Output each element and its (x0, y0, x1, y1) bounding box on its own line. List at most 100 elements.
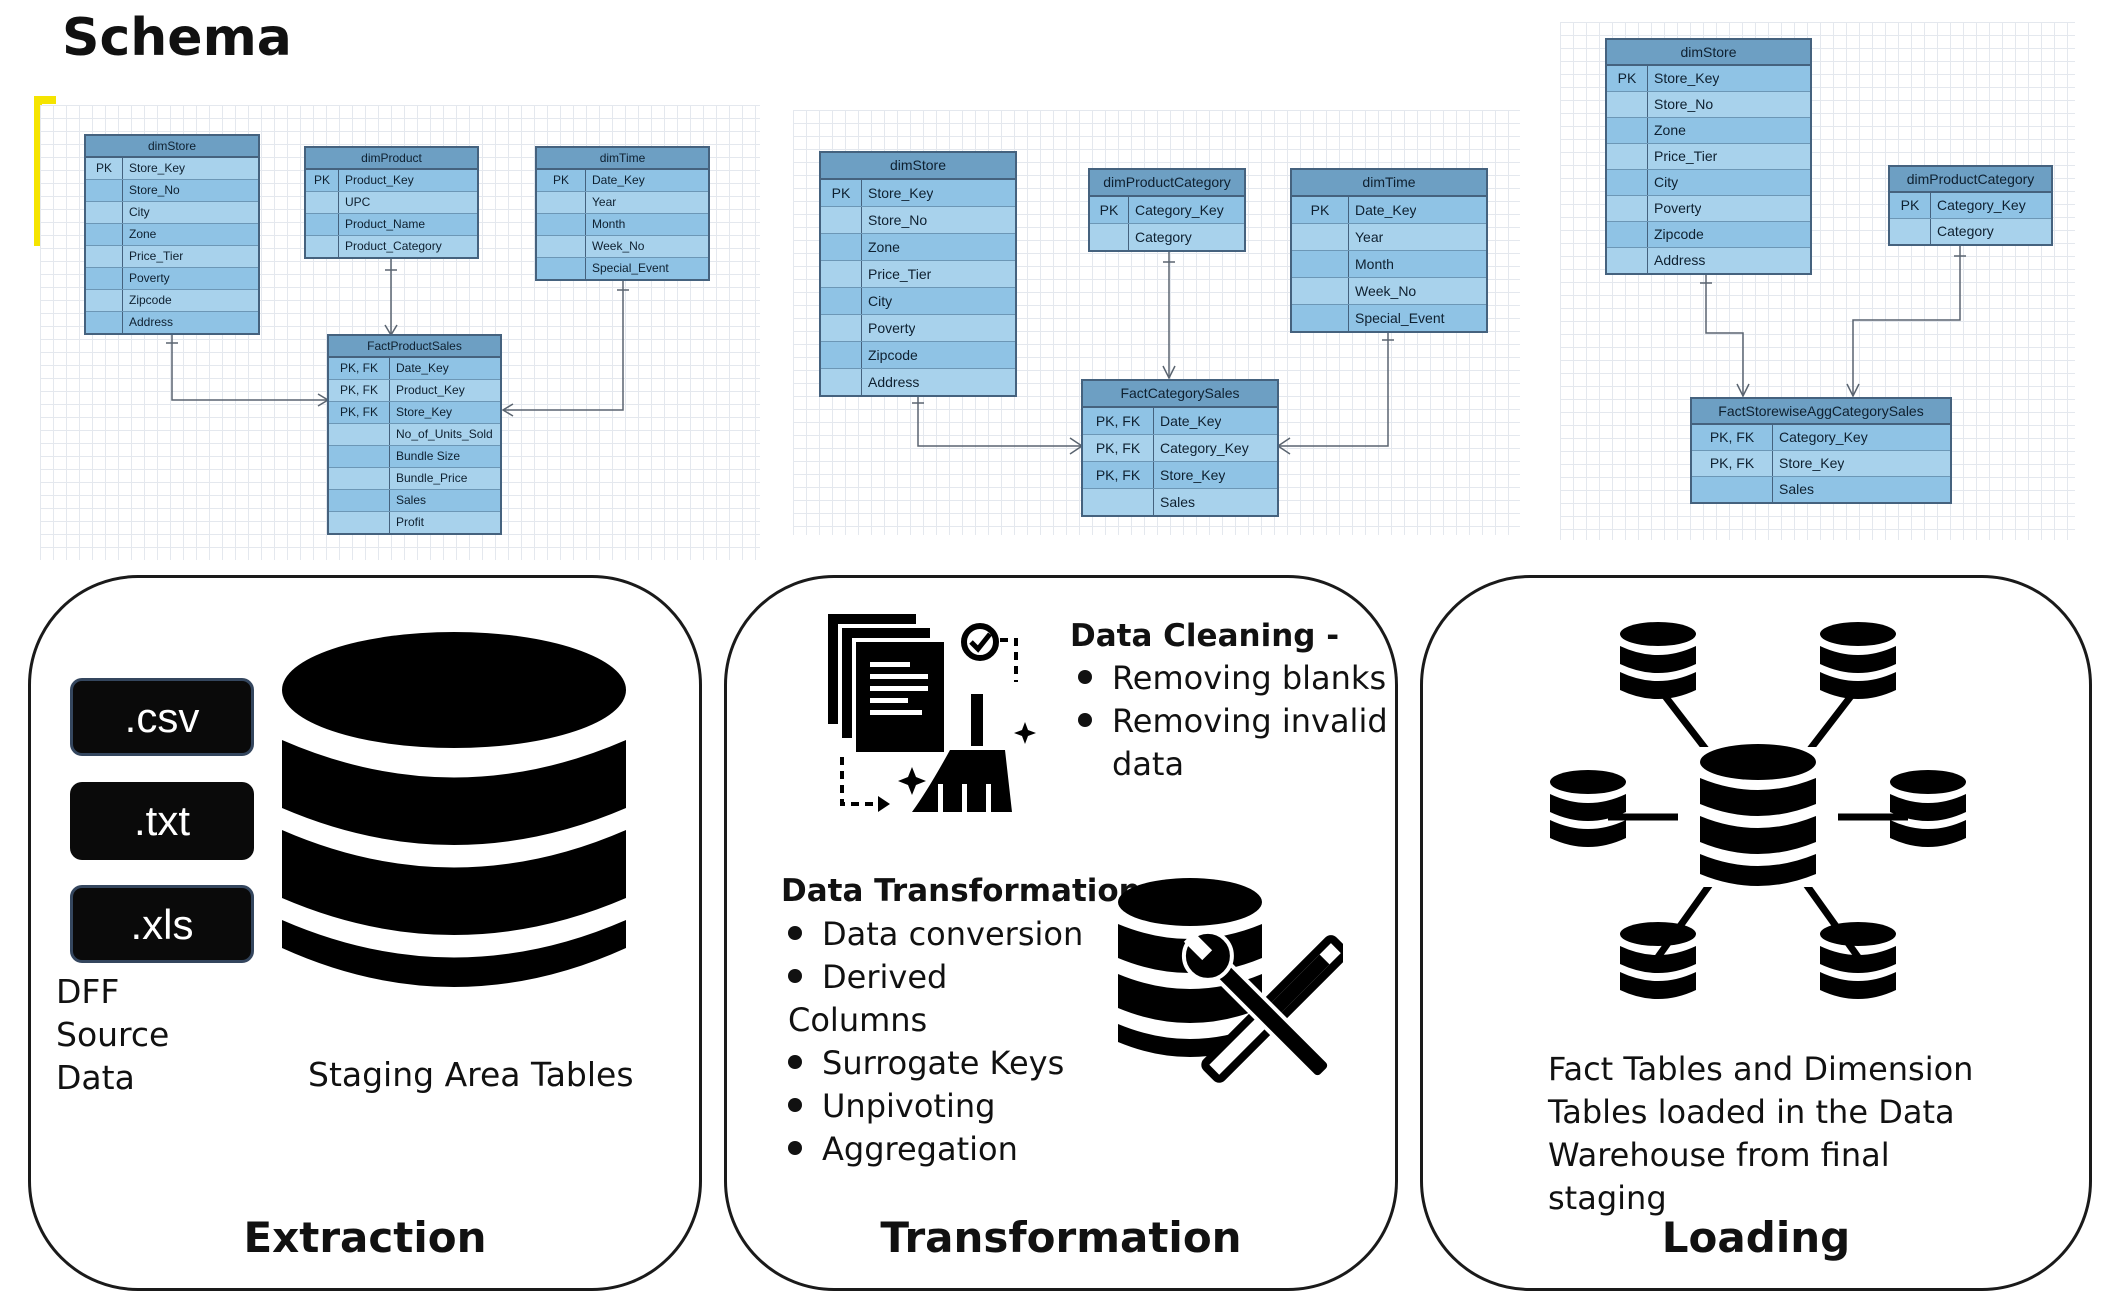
column-name: Sales (396, 493, 427, 507)
transformation-list: Data conversion Derived Columns Surrogat… (788, 913, 1088, 1171)
column-name: Year (592, 195, 617, 209)
column-name: Zone (1654, 122, 1686, 138)
loading-label: Loading (1661, 1213, 1851, 1262)
column-name: City (129, 205, 150, 219)
table-title: FactProductSales (329, 336, 500, 358)
loading-panel (1420, 575, 2092, 1291)
highlight-marker-top (34, 96, 56, 104)
column-name: Product_Name (345, 217, 426, 231)
column-name: Store_Key (1779, 455, 1845, 471)
key-label: PK, FK (329, 402, 390, 423)
column-name: Month (592, 217, 626, 231)
data-cleaning-heading: Data Cleaning - (1070, 618, 1340, 654)
column-name: City (868, 293, 893, 309)
column-name: Poverty (1654, 200, 1702, 216)
table-title: FactCategorySales (1083, 381, 1277, 408)
key-label: PK, FK (1083, 435, 1154, 461)
column-name: Date_Key (1355, 202, 1417, 218)
column-name: Category_Key (1160, 440, 1249, 456)
list-item: Removing blanks (1078, 657, 1388, 700)
column-name: Zipcode (1654, 226, 1704, 242)
column-name: Special_Event (1355, 310, 1445, 326)
page-title: Schema (62, 8, 292, 68)
column-name: Store_Key (1654, 70, 1720, 86)
column-name: Store_Key (868, 185, 934, 201)
database-icon (282, 632, 626, 987)
column-name: Store_No (1654, 96, 1714, 112)
column-name: Poverty (868, 320, 916, 336)
column-name: Category_Key (1937, 197, 2026, 213)
table-title: dimStore (821, 153, 1015, 180)
list-item: Derived Columns (788, 958, 948, 1039)
pk-label: PK (1607, 66, 1648, 91)
key-label: PK, FK (1692, 451, 1773, 476)
key-label: PK, FK (329, 358, 390, 379)
data-transformation-heading: Data Transformation - (781, 873, 1165, 909)
data-cleaning-icon (828, 614, 1036, 812)
column-name: Sales (1160, 494, 1196, 510)
list-item: Removing invalid data (1078, 700, 1388, 786)
extraction-label: Extraction (243, 1213, 487, 1262)
column-name: Category_Key (1135, 202, 1224, 218)
database-tools-icon (1118, 878, 1343, 1083)
key-label: PK, FK (1083, 408, 1154, 434)
column-name: Price_Tier (868, 266, 932, 282)
table-title: dimTime (1292, 170, 1486, 197)
column-name: City (1654, 174, 1679, 190)
column-name: Bundle_Price (396, 471, 468, 485)
key-label: PK, FK (1692, 425, 1773, 450)
schema-3-fact-table: FactStorewiseAggCategorySales PK, FK Cate… (1690, 397, 1952, 504)
column-name: Year (1355, 229, 1384, 245)
key-label: PK, FK (329, 380, 390, 401)
column-name: Month (1355, 256, 1394, 272)
column-name: Week_No (1355, 283, 1417, 299)
column-name: Zone (129, 227, 157, 241)
column-name: Category_Key (1779, 429, 1868, 445)
pk-label: PK (306, 170, 339, 191)
table-title: dimProductCategory (1090, 170, 1244, 197)
table-title: dimStore (1607, 40, 1810, 66)
table-title: dimProductCategory (1890, 167, 2051, 193)
column-name: Price_Tier (129, 249, 184, 263)
column-name: Product_Category (345, 239, 442, 253)
loading-description: Fact Tables and Dimension Tables loaded … (1548, 1050, 1974, 1217)
schema-3-dimstore-table: dimStore PK Store_Key Store_No Zone Price… (1605, 38, 1812, 275)
list-item: Aggregation (788, 1128, 1088, 1171)
column-name: Category (1937, 223, 1994, 239)
column-name: Zipcode (868, 347, 918, 363)
column-name: Product_Key (345, 173, 414, 187)
schema-2-dimtime-table: dimTime PK Date_Key Year Month Week_No Sp… (1290, 168, 1488, 333)
column-name: Store_No (868, 212, 928, 228)
column-name: Profit (396, 515, 425, 529)
column-name: Store_Key (1160, 467, 1226, 483)
pk-label: PK (821, 180, 862, 206)
column-name: Price_Tier (1654, 148, 1718, 164)
pk-label: PK (1292, 197, 1349, 223)
txt-file-badge: .txt (70, 782, 254, 860)
list-item: Data conversion (788, 913, 1088, 956)
source-data-label: DFF Source Data (56, 972, 170, 1097)
column-name: Sales (1779, 481, 1815, 497)
pk-label: PK (1890, 193, 1931, 218)
staging-area-label: Staging Area Tables (308, 1055, 634, 1094)
table-title: dimStore (86, 136, 258, 158)
column-name: Store_Key (396, 405, 453, 419)
column-name: Category (1135, 229, 1192, 245)
list-item: Surrogate Keys (788, 1042, 1088, 1085)
column-name: No_of_Units_Sold (396, 427, 493, 441)
table-title: dimTime (537, 148, 708, 170)
list-item: Unpivoting (788, 1085, 1088, 1128)
column-name: Address (1654, 252, 1706, 268)
column-name: Special_Event (592, 261, 669, 275)
highlight-marker (34, 96, 42, 246)
table-title: FactStorewiseAggCategorySales (1692, 399, 1950, 425)
column-name: Bundle Size (396, 449, 461, 463)
